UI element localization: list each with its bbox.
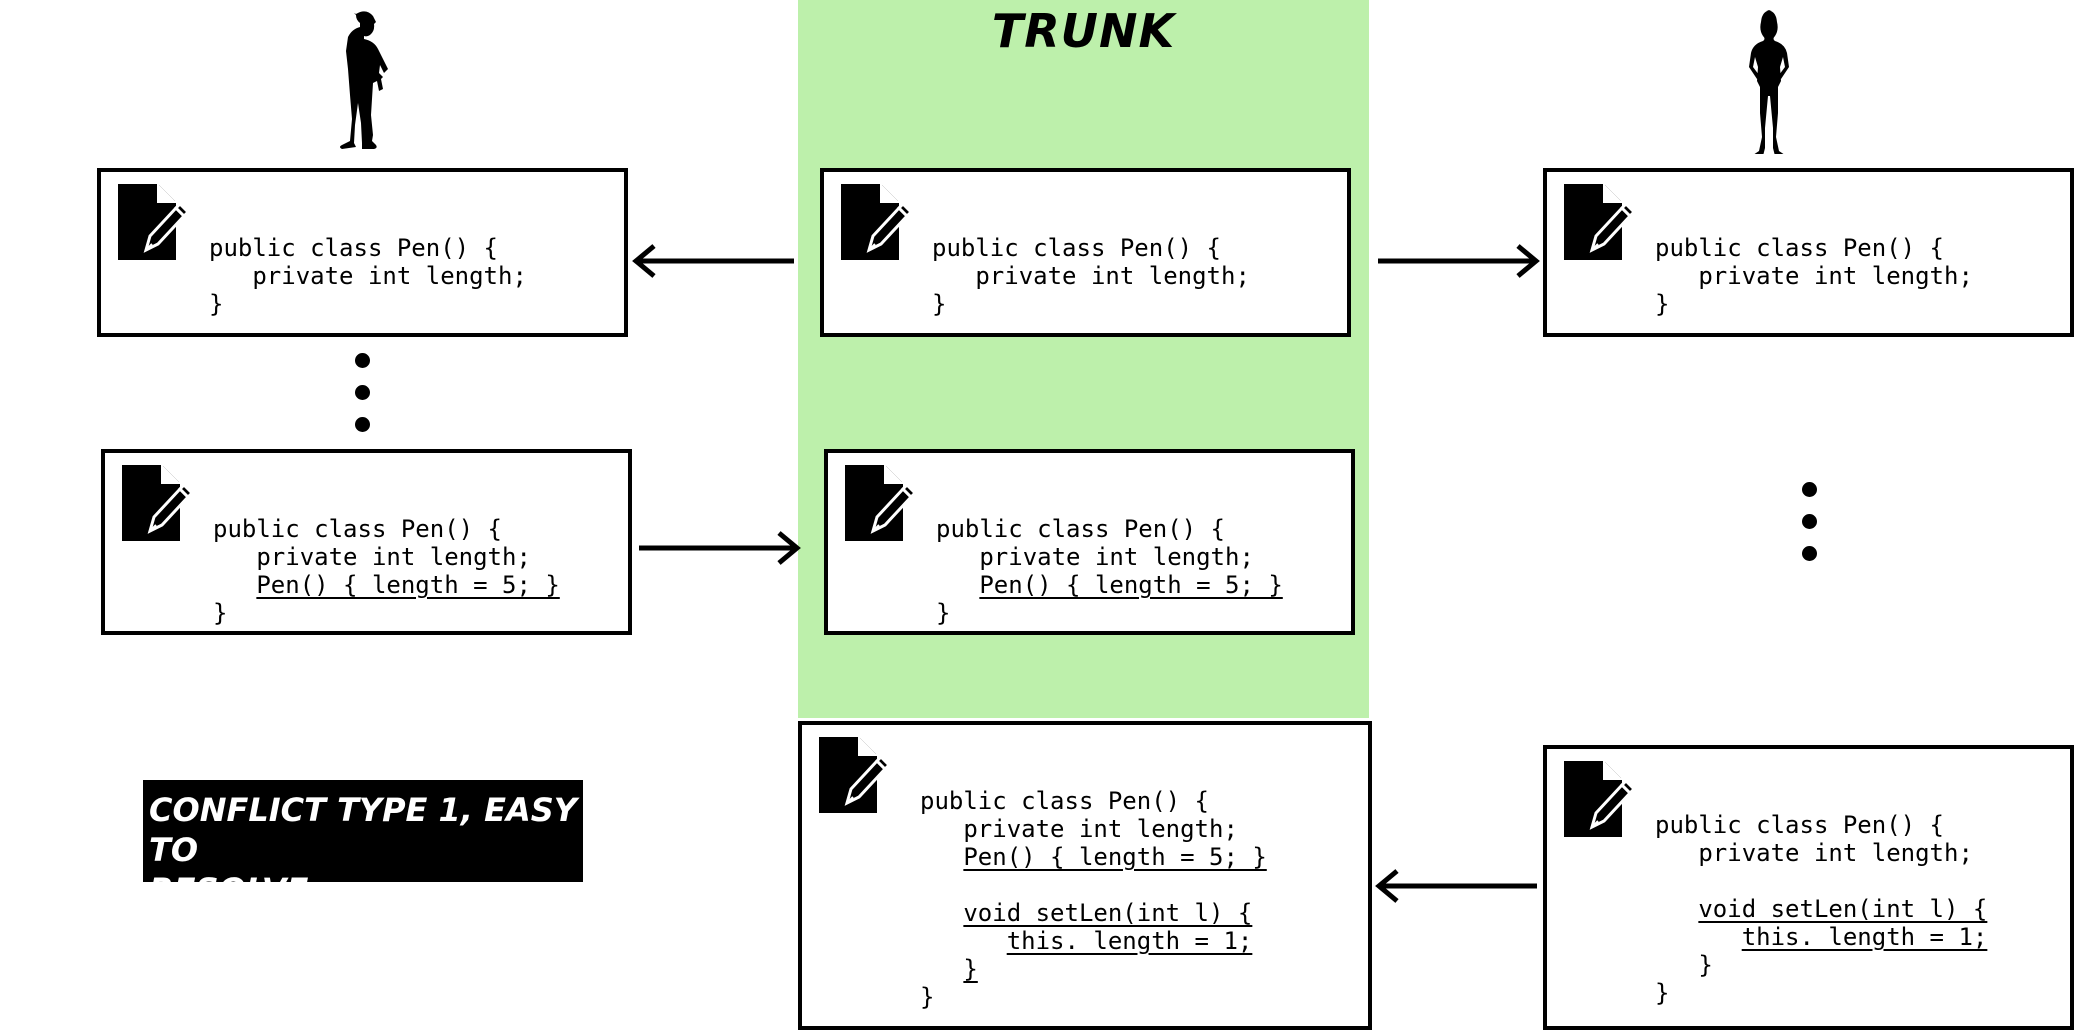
- conflict-label-line-1: CONFLICT TYPE 1, EASY TO: [149, 791, 577, 869]
- right-bottom-code-box: public class Pen() { private int length;…: [1543, 745, 2074, 1030]
- trunk-top-code-box: public class Pen() { private int length;…: [820, 168, 1351, 337]
- code-line: public class Pen() {: [932, 234, 1221, 262]
- code-line: public class Pen() {: [1655, 234, 1944, 262]
- code-line: }: [1655, 979, 1670, 1007]
- code-line: this. length = 1;: [1006, 927, 1253, 955]
- code-line: public class Pen() {: [209, 234, 498, 262]
- arrow-left-to-trunk: [639, 531, 801, 565]
- document-pen-icon: [1564, 184, 1636, 262]
- code-block: public class Pen() { private int length;…: [1655, 234, 1973, 318]
- document-pen-icon: [118, 184, 190, 262]
- document-pen-icon: [841, 184, 913, 262]
- code-line: }: [209, 290, 224, 318]
- document-pen-icon: [122, 465, 194, 543]
- right-top-code-box: public class Pen() { private int length;…: [1543, 168, 2074, 337]
- code-line: }: [1655, 290, 1670, 318]
- code-line: }: [936, 599, 951, 627]
- arrow-trunk-to-left: [632, 244, 794, 278]
- code-line: private int length;: [975, 262, 1250, 290]
- code-line: Pen() { length = 5; }: [979, 571, 1283, 599]
- code-block: public class Pen() { private int length;…: [936, 515, 1283, 627]
- conflict-label: CONFLICT TYPE 1, EASY TO RESOLVE: [143, 780, 583, 909]
- trunk-mid-code-box: public class Pen() { private int length;…: [824, 449, 1355, 635]
- code-line: private int length;: [256, 543, 531, 571]
- male-developer-silhouette-icon: [340, 11, 388, 149]
- conflict-label-line-2: RESOLVE: [149, 871, 309, 909]
- document-pen-icon: [845, 465, 917, 543]
- code-line: }: [963, 955, 978, 983]
- code-line: Pen() { length = 5; }: [256, 571, 560, 599]
- code-line: [920, 871, 1267, 899]
- arrow-trunk-to-right: [1378, 244, 1540, 278]
- code-line: }: [1698, 951, 1713, 979]
- code-line: public class Pen() {: [920, 787, 1209, 815]
- arrow-right-to-trunk: [1375, 869, 1537, 903]
- left-top-code-box: public class Pen() { private int length;…: [97, 168, 628, 337]
- code-line: void setLen(int l) {: [963, 899, 1253, 927]
- code-line: this. length = 1;: [1741, 923, 1988, 951]
- ellipsis-dots-left: [355, 353, 371, 449]
- code-line: public class Pen() {: [1655, 811, 1944, 839]
- female-developer-silhouette-icon: [1749, 10, 1789, 154]
- trunk-title: TRUNK: [991, 4, 1176, 58]
- code-line: }: [213, 599, 228, 627]
- code-line: void setLen(int l) {: [1698, 895, 1988, 923]
- ellipsis-dots-right: [1802, 482, 1818, 578]
- document-pen-icon: [1564, 761, 1636, 839]
- code-block: public class Pen() { private int length;…: [213, 515, 560, 627]
- left-mid-code-box: public class Pen() { private int length;…: [101, 449, 632, 635]
- code-block: public class Pen() { private int length;…: [932, 234, 1250, 318]
- code-line: public class Pen() {: [936, 515, 1225, 543]
- code-block: public class Pen() { private int length;…: [1655, 811, 1987, 1007]
- code-line: private int length;: [979, 543, 1254, 571]
- code-line: private int length;: [963, 815, 1238, 843]
- code-block: public class Pen() { private int length;…: [209, 234, 527, 318]
- code-line: private int length;: [252, 262, 527, 290]
- code-line: Pen() { length = 5; }: [963, 843, 1267, 871]
- code-line: public class Pen() {: [213, 515, 502, 543]
- code-block: public class Pen() { private int length;…: [920, 787, 1267, 1011]
- trunk-bottom-code-box: public class Pen() { private int length;…: [798, 721, 1372, 1030]
- code-line: private int length;: [1698, 839, 1973, 867]
- code-line: }: [932, 290, 947, 318]
- document-pen-icon: [819, 737, 891, 815]
- code-line: private int length;: [1698, 262, 1973, 290]
- code-line: [1655, 867, 1987, 895]
- code-line: }: [920, 983, 935, 1011]
